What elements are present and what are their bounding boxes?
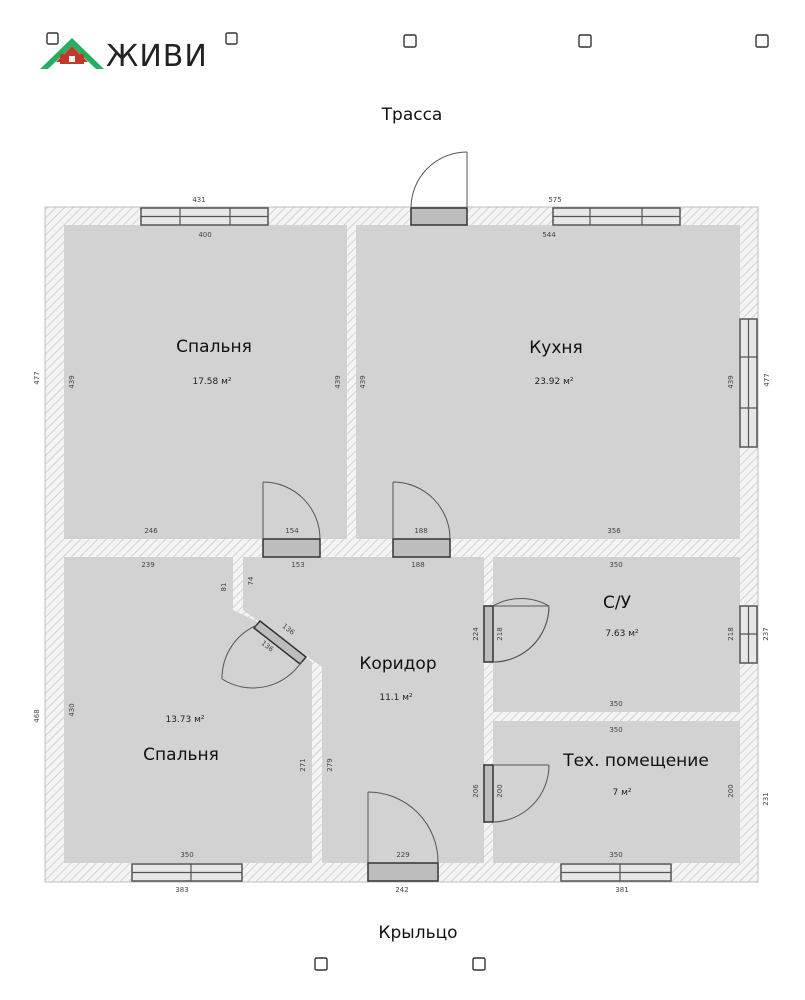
- checkbox-square[interactable]: [225, 32, 238, 45]
- door-kitchen: [392, 481, 451, 558]
- dimension-label: 218: [727, 627, 735, 640]
- dimension-label: 200: [496, 784, 504, 797]
- room-bedroom-1: [64, 225, 347, 539]
- logo-text: ЖИВИ: [106, 39, 208, 74]
- window-top-right: [552, 207, 681, 226]
- dimension-label: 229: [396, 851, 409, 859]
- window-right-kitchen: [739, 318, 758, 448]
- dimension-label: 439: [727, 375, 735, 388]
- dimension-label: 439: [359, 375, 367, 388]
- dimension-label: 246: [144, 527, 158, 535]
- dimension-label: 81: [220, 583, 228, 592]
- checkbox-square[interactable]: [472, 957, 486, 971]
- window-bottom-right: [560, 863, 672, 882]
- dimension-label: 356: [607, 527, 621, 535]
- door-bedroom-2: [221, 619, 308, 689]
- dimension-label: 439: [68, 375, 76, 388]
- door-entrance-bottom: [367, 791, 439, 882]
- door-bathroom: [483, 597, 550, 663]
- room-area-bathroom: 7.63 м²: [605, 629, 639, 639]
- dimension-label: 381: [615, 886, 628, 894]
- dimension-label: 231: [762, 792, 770, 805]
- dimension-label: 575: [548, 196, 561, 204]
- window-top-left: [140, 207, 269, 226]
- room-name-utility: Тех. помещение: [562, 751, 709, 771]
- room-area-kitchen: 23.92 м²: [534, 377, 573, 387]
- dimension-label: 188: [414, 527, 427, 535]
- logo: ЖИВИ: [40, 38, 208, 74]
- dimension-label: 224: [472, 627, 480, 641]
- room-corridor: [243, 557, 484, 863]
- room-area-corridor: 11.1 м²: [379, 693, 413, 703]
- room-kitchen: [356, 225, 740, 539]
- dimension-label: 206: [472, 784, 480, 798]
- dimension-label: 350: [609, 700, 622, 708]
- dimension-label: 439: [334, 375, 342, 388]
- logo-roof-icon: [40, 38, 104, 69]
- dimension-label: 544: [542, 231, 556, 239]
- label-top-road: Трасса: [381, 105, 443, 125]
- dimension-label: 74: [247, 576, 255, 585]
- window-bottom-left: [131, 863, 243, 882]
- door-entrance-top: [410, 151, 468, 226]
- dimension-label: 477: [33, 371, 41, 384]
- room-area-utility: 7 м²: [613, 788, 632, 798]
- checkbox-square[interactable]: [314, 957, 328, 971]
- label-bottom-porch: Крыльцо: [378, 923, 457, 943]
- dimension-label: 239: [141, 561, 154, 569]
- dimension-label: 237: [762, 627, 770, 640]
- room-area-bedroom-2: 13.73 м²: [165, 715, 204, 725]
- room-name-bedroom-1: Спальня: [176, 337, 252, 357]
- checkbox-square[interactable]: [755, 34, 769, 48]
- room-bathroom: [493, 557, 740, 712]
- room-area-bedroom-1: 17.58 м²: [192, 377, 231, 387]
- checkbox-square[interactable]: [578, 34, 592, 48]
- room-name-corridor: Коридор: [359, 654, 436, 674]
- dimension-label: 400: [198, 231, 211, 239]
- door-bedroom-1: [262, 481, 321, 558]
- dimension-label: 242: [395, 886, 408, 894]
- dimension-label: 430: [68, 703, 76, 716]
- door-utility: [483, 764, 550, 823]
- dimension-label: 154: [285, 527, 299, 535]
- room-name-kitchen: Кухня: [529, 338, 583, 358]
- dimension-label: 153: [291, 561, 304, 569]
- checkbox-square[interactable]: [403, 34, 417, 48]
- dimension-label: 431: [192, 196, 205, 204]
- dimension-label: 271: [299, 758, 307, 771]
- room-name-bedroom-2: Спальня: [143, 745, 219, 765]
- room-utility: [493, 721, 740, 863]
- dimension-label: 350: [180, 851, 193, 859]
- dimension-label: 279: [326, 758, 334, 771]
- room-name-bathroom: С/У: [603, 593, 632, 613]
- dimension-label: 350: [609, 561, 622, 569]
- dimension-label: 188: [411, 561, 424, 569]
- dimension-label: 350: [609, 726, 622, 734]
- checkbox-square[interactable]: [46, 32, 59, 45]
- dimension-label: 350: [609, 851, 622, 859]
- dimension-label: 218: [496, 627, 504, 640]
- window-right-bathroom: [739, 605, 758, 664]
- dimension-label: 468: [33, 709, 41, 722]
- room-bedroom-2: [64, 557, 312, 863]
- dimension-label: 383: [175, 886, 188, 894]
- dimension-label: 477: [763, 373, 771, 386]
- dimension-label: 200: [727, 784, 735, 797]
